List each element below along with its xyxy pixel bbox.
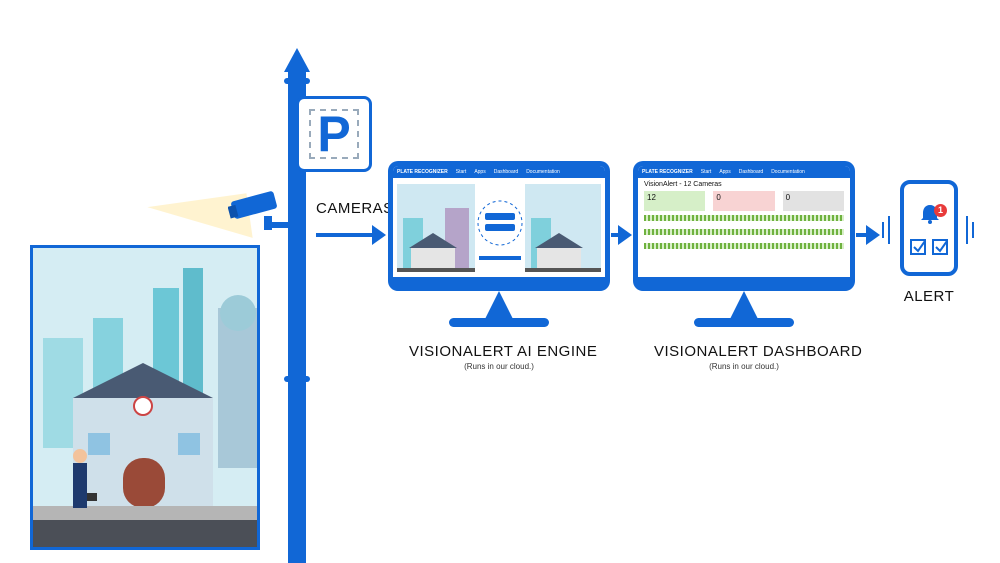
- cameras-arrow-head: [372, 225, 386, 245]
- sign-pole: [288, 70, 306, 563]
- cameras-idle-card: 0: [782, 191, 844, 211]
- nav-item-apps: Apps: [474, 169, 486, 175]
- camera-uptime-bars: [644, 243, 844, 249]
- checkbox-checked-icon: [910, 239, 948, 255]
- nav-item-start: Start: [455, 169, 467, 175]
- engine-to-dashboard-arrow-line: [611, 233, 623, 237]
- engine-subtitle: (Runs in our cloud.): [464, 362, 534, 371]
- notification-badge: 1: [934, 204, 947, 217]
- nav-item-dashboard: Dashboard: [738, 169, 764, 175]
- cameras-label: CAMERAS: [316, 200, 394, 217]
- camera-uptime-bars: [644, 229, 844, 235]
- pole-ring: [284, 376, 310, 382]
- ai-engine-monitor: PLATE RECOGNIZER Start Apps Dashboard Do…: [388, 161, 610, 291]
- monitor-base: [694, 318, 794, 327]
- dashboard-heading: VisionAlert - 12 Cameras: [644, 181, 722, 188]
- monitor-stand: [730, 291, 758, 319]
- monitor-status-dots: [570, 284, 595, 288]
- nav-item-dashboard: Dashboard: [493, 169, 519, 175]
- monitor-stand: [485, 291, 513, 319]
- security-camera-icon: [228, 191, 288, 230]
- vibration-right-icon: [966, 216, 974, 244]
- dashboard-to-alert-arrow-line: [856, 233, 870, 237]
- nav-item-documentation: Documentation: [771, 169, 805, 175]
- cameras-ok-count: 12: [647, 193, 656, 202]
- cameras-arrow-line: [316, 233, 374, 237]
- alert-label: ALERT: [903, 288, 955, 305]
- monitor-status-dots: [815, 284, 840, 288]
- dashboard-title: VISIONALERT DASHBOARD: [654, 343, 863, 360]
- parking-sign-frame: [309, 109, 359, 159]
- nav-item-documentation: Documentation: [526, 169, 560, 175]
- app-brand: PLATE RECOGNIZER: [642, 169, 693, 175]
- engine-to-dashboard-arrow-head: [618, 225, 632, 245]
- cameras-alert-card: 0: [713, 191, 775, 211]
- camera-uptime-bars: [644, 215, 844, 221]
- dashboard-subtitle: (Runs in our cloud.): [709, 362, 779, 371]
- ai-engine-screen-illustration: [397, 184, 601, 272]
- camera-status-row: [644, 229, 844, 239]
- parking-sign: P: [296, 96, 372, 172]
- cameras-alert-count: 0: [716, 193, 721, 202]
- dashboard-cards: 12 0 0: [638, 191, 850, 211]
- cameras-ok-card: 12: [644, 191, 706, 211]
- engine-title: VISIONALERT AI ENGINE: [409, 343, 598, 360]
- pole-ring: [284, 78, 310, 84]
- app-nav-bar: PLATE RECOGNIZER Start Apps Dashboard Do…: [393, 166, 605, 178]
- parking-letter: P: [317, 106, 351, 162]
- dashboard-to-alert-arrow-head: [866, 225, 880, 245]
- camera-status-row: [644, 243, 844, 253]
- dashboard-monitor: PLATE RECOGNIZER Start Apps Dashboard Do…: [633, 161, 855, 291]
- vibration-left-icon: [882, 216, 890, 244]
- app-nav-bar: PLATE RECOGNIZER Start Apps Dashboard Do…: [638, 166, 850, 178]
- monitor-base: [449, 318, 549, 327]
- street-scene-image: [30, 245, 260, 550]
- app-brand: PLATE RECOGNIZER: [397, 169, 448, 175]
- nav-item-start: Start: [700, 169, 712, 175]
- camera-status-row: [644, 215, 844, 225]
- pole-arrow-tip: [284, 48, 310, 72]
- cameras-idle-count: 0: [785, 193, 791, 202]
- phone-icon: 1: [900, 180, 958, 276]
- nav-item-apps: Apps: [719, 169, 731, 175]
